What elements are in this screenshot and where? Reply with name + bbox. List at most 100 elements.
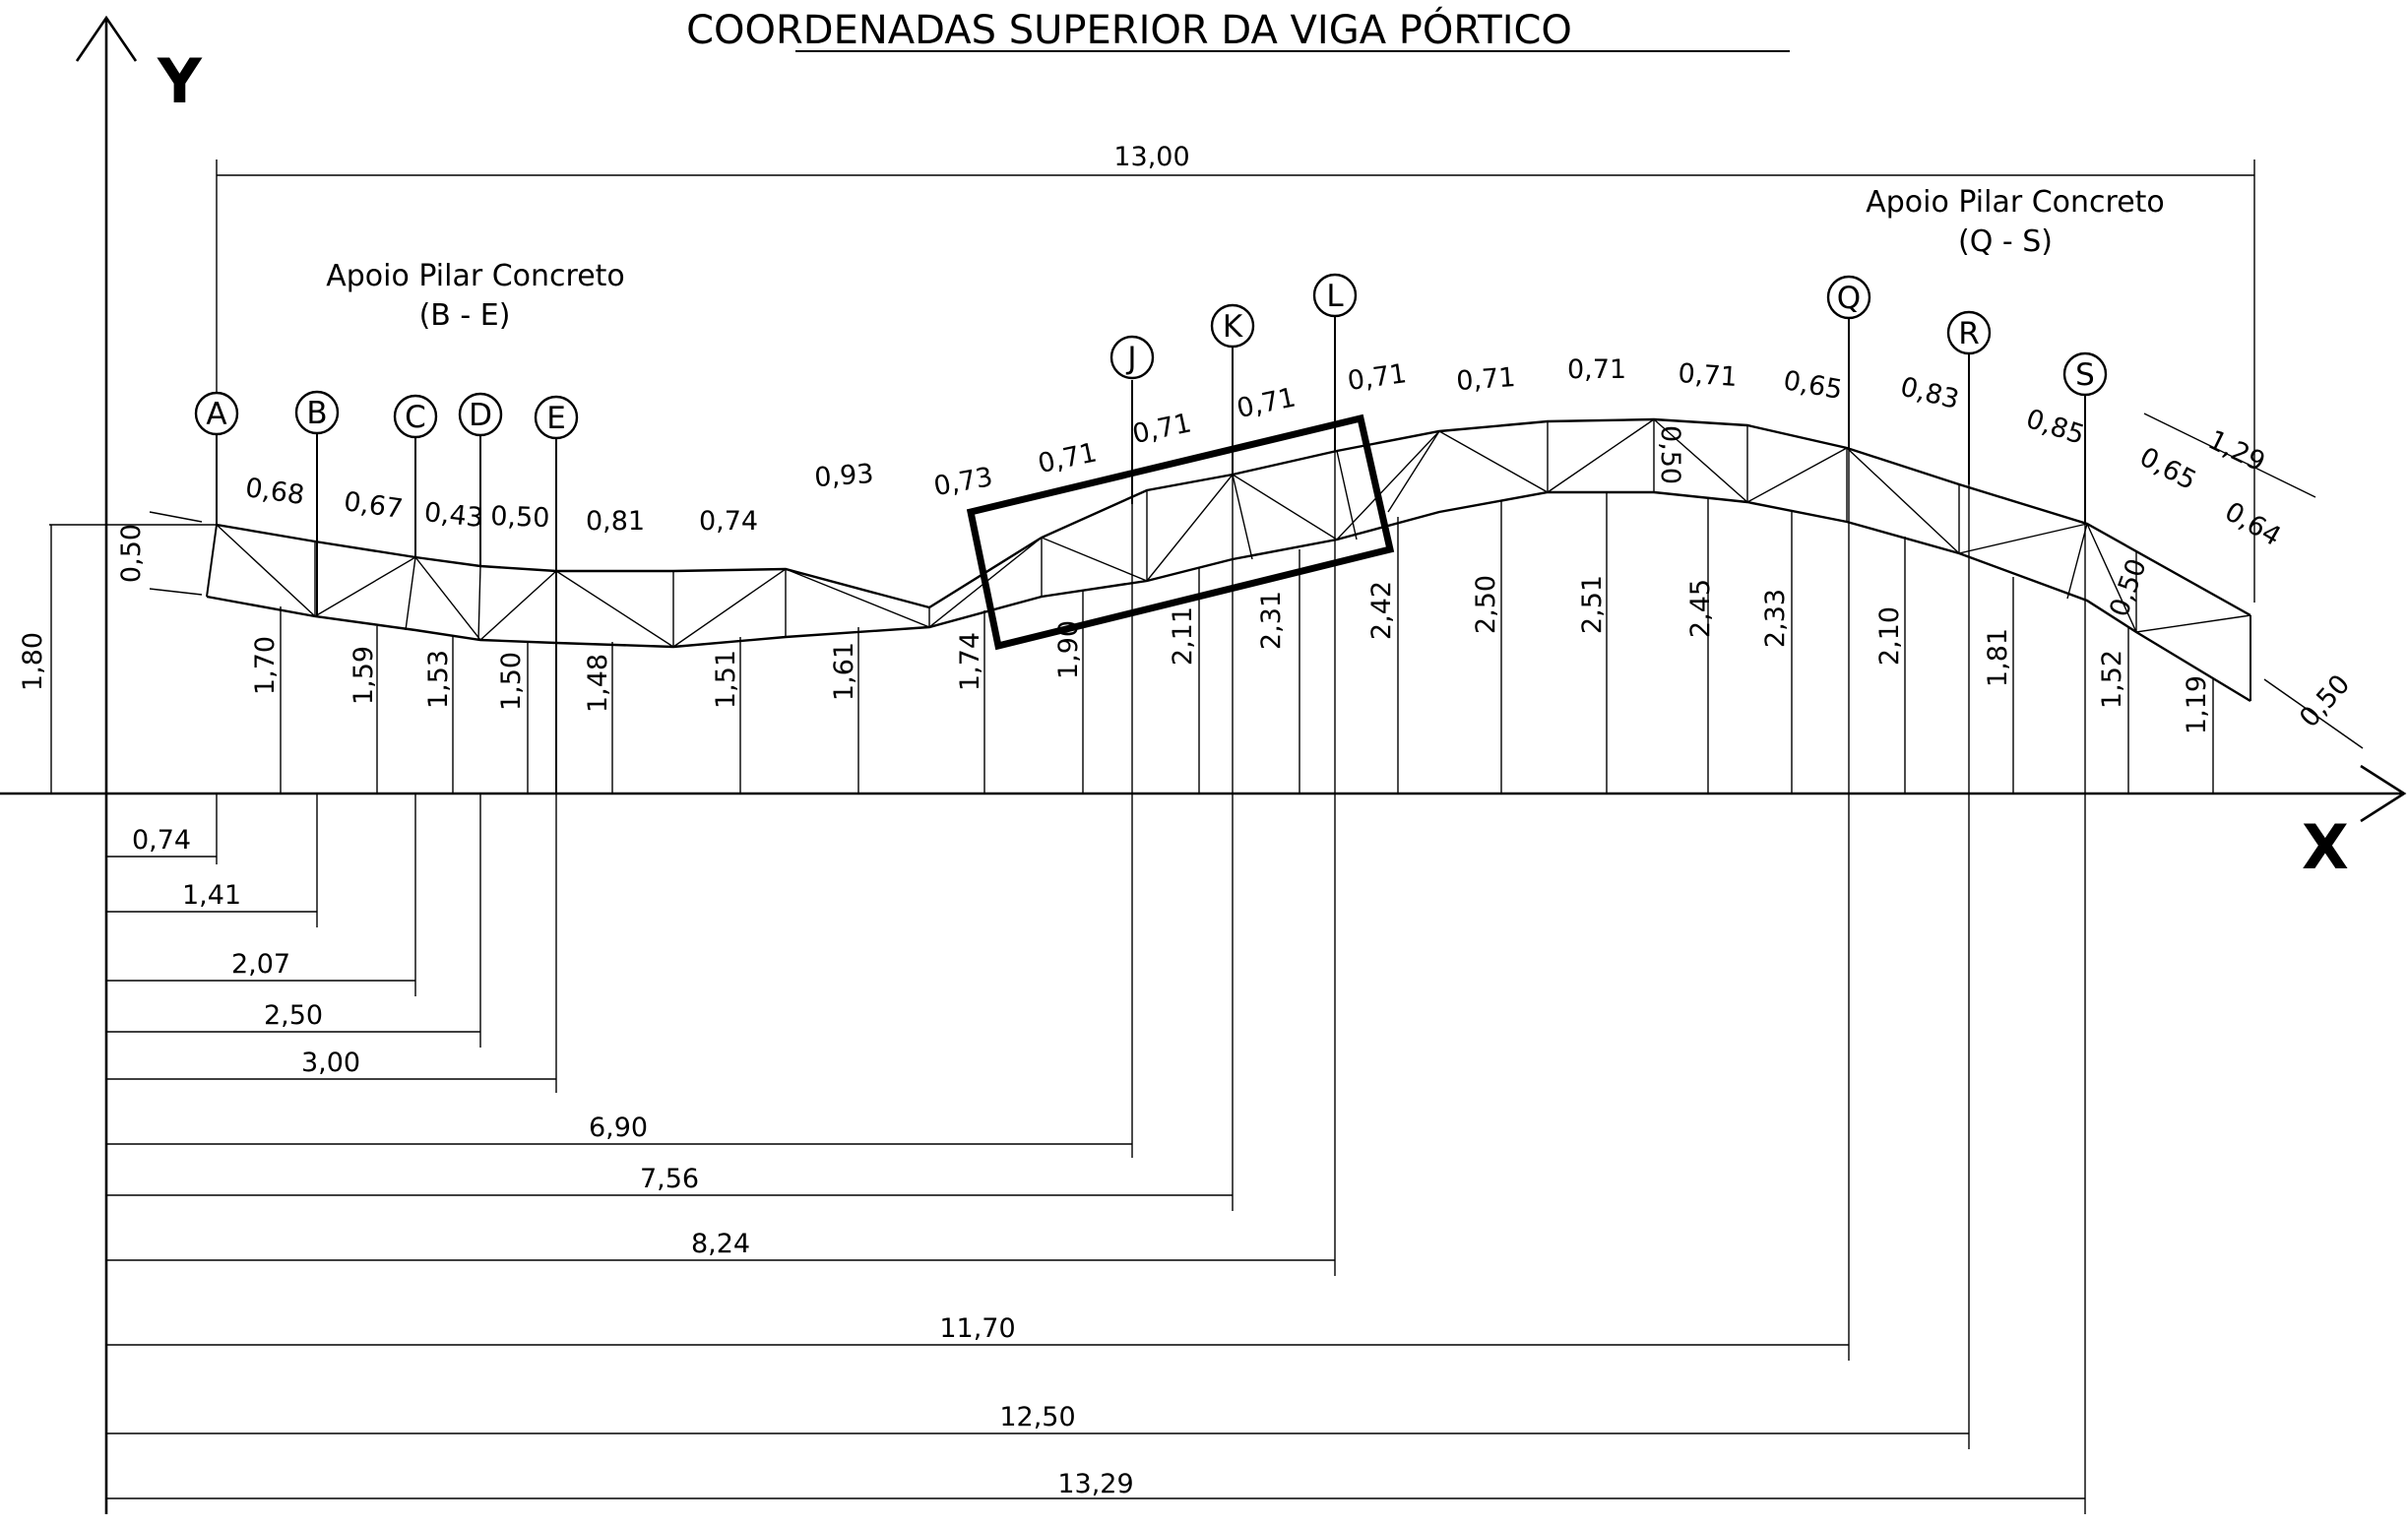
node-marker-c: C [393, 394, 438, 439]
segment-label-7: 0,93 [813, 459, 874, 493]
depth-label-end: 0,50 [2294, 669, 2356, 733]
x-coord-label-a: 0,74 [132, 825, 191, 856]
height-label-p7: 2,51 [1577, 575, 1608, 634]
height-label-p2: 1,51 [711, 650, 741, 709]
node-marker-k: K [1210, 303, 1255, 349]
x-coord-label-e: 3,00 [301, 1048, 360, 1078]
height-label-k: 2,31 [1256, 591, 1287, 650]
node-id-s: S [2075, 357, 2095, 393]
height-label-p4: 1,74 [955, 632, 985, 691]
x-coord-label-b: 1,41 [182, 880, 241, 911]
node-marker-a: A [194, 391, 239, 436]
height-label-p1: 1,48 [583, 654, 613, 713]
height-label-p6: 2,50 [1471, 575, 1501, 634]
node-markers: A B C D E J K L [194, 273, 2108, 440]
segment-label-14: 0,71 [1567, 354, 1626, 385]
segment-label-12: 0,71 [1346, 358, 1409, 397]
x-coord-label-d: 2,50 [264, 1000, 323, 1031]
height-label-b: 1,70 [250, 636, 281, 695]
node-id-k: K [1223, 309, 1243, 345]
segment-label-4: 0,50 [490, 501, 550, 534]
node-leaders [216, 315, 2086, 794]
highlight-frame [966, 414, 1395, 651]
height-label-p10: 1,19 [2182, 675, 2212, 734]
segment-label-20: 0,65 [2134, 442, 2201, 497]
height-label-s: 1,52 [2097, 650, 2127, 709]
node-marker-s: S [2062, 351, 2108, 397]
node-marker-d: D [458, 392, 503, 437]
height-label-j: 2,11 [1168, 606, 1198, 666]
x-coord-label-l: 8,24 [691, 1229, 750, 1259]
segment-label-8: 0,73 [931, 462, 995, 502]
height-label-p5: 1,90 [1053, 620, 1084, 679]
segment-label-16: 0,65 [1781, 365, 1845, 406]
height-label-p3: 1,61 [829, 642, 859, 701]
segment-label-18: 0,85 [2022, 404, 2088, 451]
segment-label-9: 0,71 [1036, 437, 1100, 479]
support-range-right: (Q - S) [1958, 224, 2053, 259]
segment-label-10: 0,71 [1130, 408, 1194, 450]
x-coord-label-q: 11,70 [939, 1313, 1015, 1344]
x-axis-arrow [2360, 764, 2407, 823]
y-axis-arrow [75, 15, 138, 62]
segment-label-5: 0,81 [586, 506, 645, 537]
node-marker-b: B [294, 390, 340, 435]
node-id-e: E [546, 401, 566, 436]
node-marker-r: R [1946, 310, 1992, 355]
node-id-j: J [1125, 341, 1136, 376]
segment-dim-right [2143, 413, 2316, 498]
height-label-p9: 2,33 [1760, 589, 1791, 648]
support-range-left: (B - E) [419, 298, 511, 333]
node-id-c: C [405, 400, 426, 435]
segment-label-6: 0,74 [699, 506, 758, 537]
segment-label-3: 0,43 [422, 497, 484, 534]
x-coord-label-c: 2,07 [231, 949, 290, 980]
segment-label-21: 0,64 [2219, 496, 2286, 552]
node-marker-l: L [1312, 273, 1358, 318]
x-coord-label-s: 13,29 [1057, 1469, 1133, 1499]
x-coord-label-k: 7,56 [640, 1164, 699, 1194]
coordinate-axes: Y X [0, 15, 2407, 1514]
truss-top-chord [216, 417, 2251, 617]
overall-span-label: 13,00 [1113, 142, 1189, 172]
height-label-r: 1,81 [1983, 628, 2013, 687]
node-id-d: D [469, 398, 492, 433]
node-id-l: L [1326, 279, 1344, 314]
depth-label-s: 0,50 [2104, 555, 2153, 621]
height-label-e: 1,50 [496, 652, 527, 711]
segment-label-15: 0,71 [1678, 358, 1739, 393]
drawing-title: COORDENADAS SUPERIOR DA VIGA PÓRTICO [686, 6, 1572, 53]
node-id-q: Q [1837, 281, 1861, 316]
truss-verticals [314, 419, 2137, 647]
node-id-a: A [206, 397, 226, 432]
node-marker-e: E [534, 395, 579, 440]
node-marker-j: J [1109, 335, 1155, 380]
height-label-l: 2,42 [1366, 581, 1397, 640]
height-label-c: 1,59 [349, 646, 379, 705]
node-id-b: B [306, 396, 327, 431]
segment-label-2: 0,67 [342, 486, 405, 525]
y-axis-label: Y [157, 45, 203, 117]
support-note-right: Apoio Pilar Concreto [1866, 185, 2165, 220]
height-dimension-lines [49, 492, 2214, 794]
x-coordinate-extensions [216, 448, 2086, 1514]
height-label-d: 1,53 [423, 650, 454, 709]
x-coordinate-dimensions [106, 856, 2085, 1499]
truss-end-left [206, 524, 218, 598]
depth-label-left: 0,50 [116, 524, 147, 583]
segment-label-11: 0,71 [1235, 382, 1299, 424]
height-label-q: 2,10 [1874, 606, 1905, 666]
segment-label-1: 0,68 [243, 473, 306, 511]
x-coord-label-r: 12,50 [999, 1402, 1075, 1432]
height-label-a: 1,80 [18, 632, 48, 691]
segment-label-13: 0,71 [1455, 362, 1516, 397]
support-note-left: Apoio Pilar Concreto [326, 259, 625, 293]
depth-label-mid: 0,50 [1655, 425, 1685, 484]
segment-label-17: 0,83 [1897, 371, 1962, 415]
height-label-p8: 2,45 [1685, 579, 1716, 638]
x-coord-label-j: 6,90 [589, 1113, 648, 1143]
node-marker-q: Q [1826, 275, 1871, 320]
x-axis-label: X [2302, 811, 2349, 883]
node-id-r: R [1958, 316, 1980, 351]
